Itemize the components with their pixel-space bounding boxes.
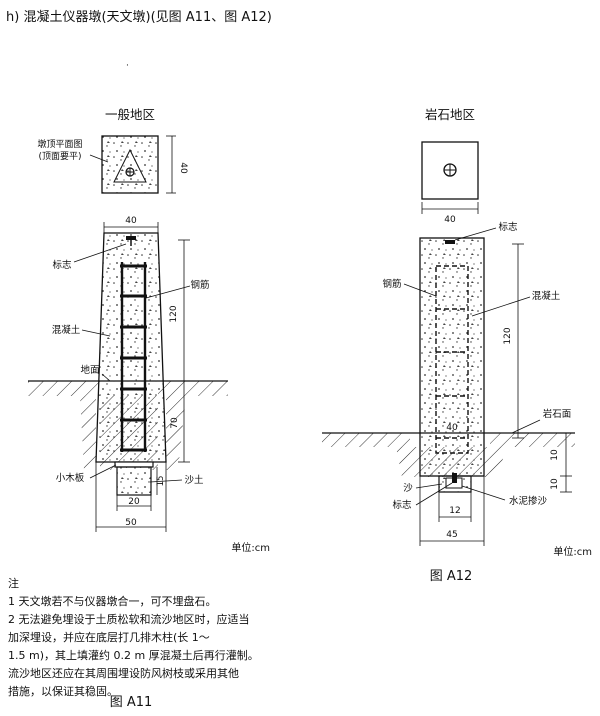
left-label-mark: 标志	[52, 259, 71, 271]
right-unit: 单位:cm	[553, 545, 592, 558]
left-caption: 图 A11	[110, 695, 153, 710]
note-line: 措施，以保证其稳固。	[8, 685, 118, 698]
right-title: 岩石地区	[425, 107, 475, 122]
right-top-mark	[445, 240, 455, 244]
right-dim-45: 45	[446, 530, 457, 540]
right-dim-12: 12	[449, 506, 460, 516]
left-top-mark	[126, 236, 136, 240]
right-label-rock: 岩石面	[543, 408, 572, 420]
note-line: 1.5 m)，其上填灌约 0.2 m 厚混凝土后再行灌制。	[8, 649, 259, 662]
right-dim-10b: 10	[550, 478, 560, 490]
left-label-rebar: 钢筋	[190, 279, 209, 291]
right-label-mark: 标志	[498, 221, 517, 233]
note-line: 加深埋设，并应在底层打几排木柱(长 1～	[8, 631, 210, 644]
left-plan-triangle	[113, 148, 147, 183]
left-dim-below: 70	[170, 417, 180, 429]
left-sand-base	[116, 466, 152, 496]
left-label-ground: 地面	[80, 364, 99, 376]
right-pillar	[419, 237, 485, 477]
left-dim-top: 40	[125, 216, 137, 226]
note-line: 2 无法避免埋设于土质松软和流沙地区时，应适当	[8, 613, 250, 626]
left-plan-label-1: 墩顶平面图	[37, 138, 82, 150]
right-dim-plan: 40	[444, 215, 456, 225]
left-title: 一般地区	[105, 107, 155, 122]
right-label-sand: 沙	[403, 483, 413, 494]
left-dim-plan: 40	[178, 162, 188, 174]
left-dim-15: 15	[156, 476, 166, 487]
right-label-rebar: 钢筋	[382, 278, 401, 290]
right-label-cement: 水泥掺沙	[509, 495, 548, 507]
right-dim-40: 40	[446, 423, 458, 433]
right-label-mark2: 标志	[392, 499, 411, 511]
left-dim-above: 120	[169, 305, 179, 322]
left-label-board: 小木板	[56, 472, 85, 484]
note-line: 1 天文墩若不与仪器墩合一，可不埋盘石。	[8, 595, 217, 608]
left-label-sand: 沙土	[184, 474, 204, 486]
right-dim-120: 120	[503, 327, 513, 344]
stray-mark: ·	[126, 61, 129, 71]
note-line: 流沙地区还应在其周围埋设防风树枝或采用其他	[8, 667, 239, 680]
notes-block: 注 1 天文墩若不与仪器墩合一，可不埋盘石。 2 无法避免埋设于土质松软和流沙地…	[8, 575, 308, 701]
left-label-concrete: 混凝土	[52, 324, 81, 336]
left-dim-50: 50	[125, 518, 137, 528]
left-plan-label-2: (顶面要平)	[38, 151, 81, 162]
right-rebar-cage	[435, 265, 469, 454]
left-dim-20: 20	[128, 497, 140, 507]
left-unit: 单位:cm	[231, 541, 270, 554]
notes-title: 注	[8, 577, 19, 590]
right-caption: 图 A12	[430, 569, 473, 584]
right-label-concrete: 混凝土	[532, 290, 561, 302]
right-dim-10a: 10	[550, 449, 560, 461]
left-plan-square	[101, 135, 159, 194]
section-heading: h) 混凝土仪器墩(天文墩)(见图 A11、图 A12)	[6, 10, 272, 25]
left-wood-board	[114, 461, 154, 468]
